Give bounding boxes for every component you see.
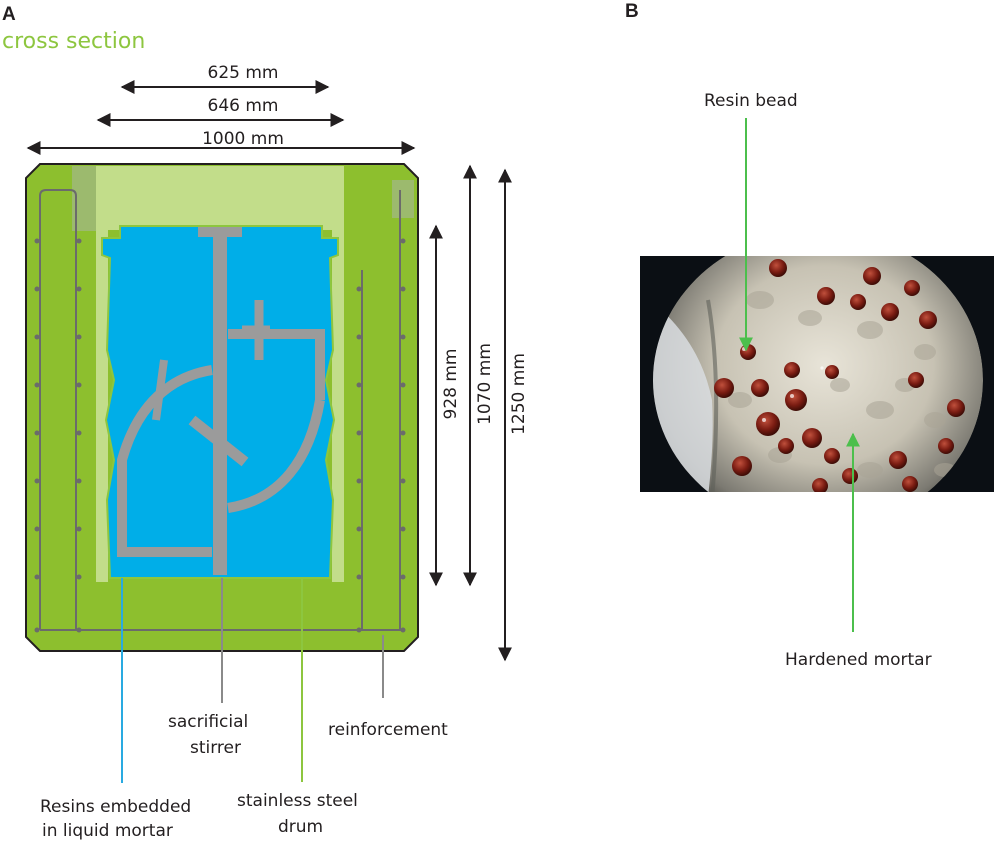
- resin-beads: [714, 259, 965, 492]
- label-resins-line1: Resins embedded: [40, 797, 191, 817]
- label-drum-line1: stainless steel: [237, 791, 358, 811]
- mortar-right: [332, 230, 344, 582]
- dim-label-1000: 1000 mm: [202, 129, 284, 149]
- mortar-top: [96, 166, 344, 230]
- reinforcement-dots: [34, 238, 406, 633]
- panel-a-subtitle: cross section: [2, 29, 145, 54]
- dim-label-1250: 1250 mm: [509, 353, 529, 435]
- dim-label-646: 646 mm: [208, 96, 279, 116]
- reinforcement-bars: [39, 189, 401, 631]
- mortar-left: [96, 230, 108, 582]
- label-hardened-mortar: Hardened mortar: [785, 650, 932, 670]
- dim-label-625: 625 mm: [208, 63, 279, 83]
- sacrificial-stirrer: [117, 227, 325, 575]
- dim-label-1070: 1070 mm: [475, 343, 495, 425]
- panel-a-letter: A: [2, 4, 16, 25]
- dim-label-928: 928 mm: [441, 349, 461, 420]
- label-resin-bead: Resin bead: [704, 91, 798, 111]
- microscope-photo: [640, 256, 994, 492]
- mortar-right-shade: [392, 180, 414, 218]
- label-stirrer-line1: sacrificial: [168, 712, 248, 732]
- label-reinforcement: reinforcement: [328, 720, 448, 740]
- label-drum-line2: drum: [278, 817, 323, 837]
- label-stirrer-line2: stirrer: [190, 738, 241, 758]
- panel-b-letter: B: [625, 1, 639, 22]
- label-resins-line2: in liquid mortar: [42, 821, 173, 841]
